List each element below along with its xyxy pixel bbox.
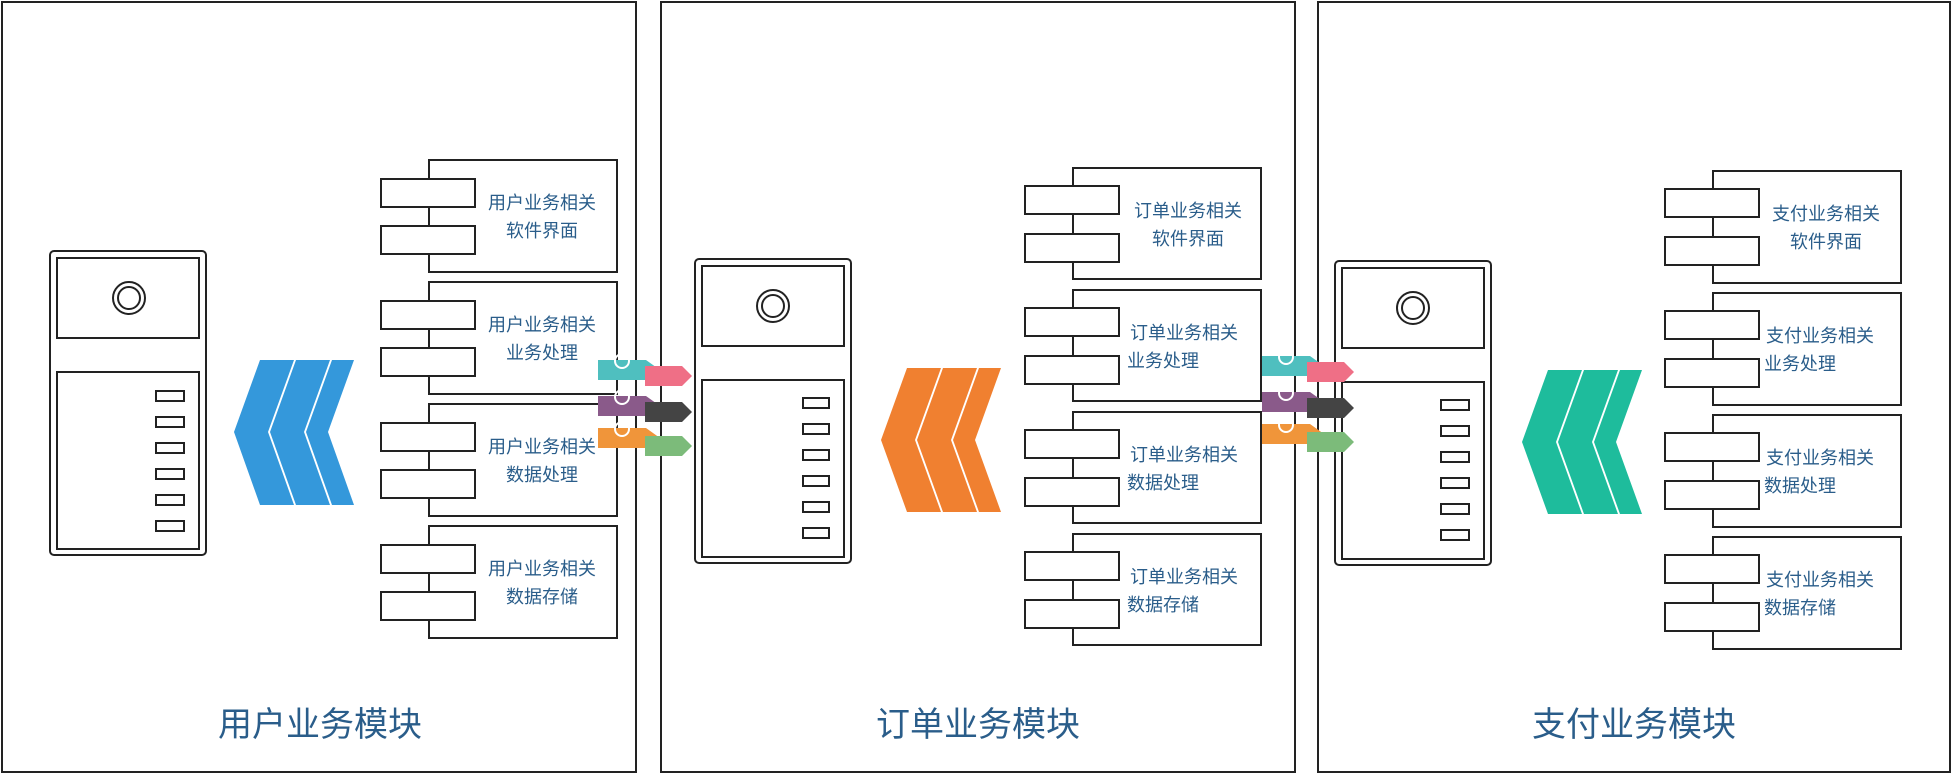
component-pay-ui: 支付业务相关 软件界面 — [1664, 170, 1902, 284]
chevron-left-icon — [234, 360, 354, 505]
component-label: 用户业务相关 — [488, 437, 596, 458]
component-label: 用户业务相关 — [488, 315, 596, 336]
component-label: 数据处理 — [506, 465, 578, 486]
module-user: 用户业务相关 软件界面 用户业务相关 业务处理 用户业务相关 数据处理 用户业务… — [1, 1, 637, 773]
module-title: 订单业务模块 — [876, 705, 1080, 745]
component-label: 用户业务相关 — [488, 559, 596, 580]
component-label: 软件界面 — [1790, 232, 1862, 253]
module-order: 订单业务相关 软件界面 订单业务相关 业务处理 订单业务相关 数据处理 订单业务… — [660, 1, 1296, 773]
module-payment: 支付业务相关 软件界面 支付业务相关 业务处理 支付业务相关 数据处理 支付业务… — [1317, 1, 1951, 773]
component-label: 数据处理 — [1764, 476, 1836, 497]
component-label: 数据存储 — [506, 587, 578, 608]
chevron-left-icon — [881, 368, 1001, 512]
component-pay-business: 支付业务相关 业务处理 — [1664, 292, 1902, 406]
component-label: 软件界面 — [1152, 229, 1224, 250]
component-order-ui: 订单业务相关 软件界面 — [1024, 167, 1262, 280]
component-label: 支付业务相关 — [1766, 326, 1874, 347]
component-user-ui: 用户业务相关 软件界面 — [380, 159, 618, 273]
component-label: 订单业务相关 — [1130, 567, 1238, 588]
component-pay-data-store: 支付业务相关 数据存储 — [1664, 536, 1902, 650]
module-title: 用户业务模块 — [218, 705, 422, 745]
component-order-data-store: 订单业务相关 数据存储 — [1024, 533, 1262, 646]
component-label: 业务处理 — [1764, 354, 1836, 375]
component-label: 数据处理 — [1127, 473, 1199, 494]
component-label: 数据存储 — [1764, 598, 1836, 619]
component-label: 订单业务相关 — [1134, 201, 1242, 222]
component-label: 订单业务相关 — [1130, 445, 1238, 466]
component-order-business: 订单业务相关 业务处理 — [1024, 289, 1262, 402]
component-order-data-proc: 订单业务相关 数据处理 — [1024, 411, 1262, 524]
component-label: 业务处理 — [1127, 351, 1199, 372]
component-label: 支付业务相关 — [1766, 570, 1874, 591]
component-label: 软件界面 — [506, 221, 578, 242]
component-user-data-proc: 用户业务相关 数据处理 — [380, 403, 618, 517]
chevron-left-icon — [1522, 370, 1642, 514]
server-icon — [694, 258, 852, 564]
component-user-data-store: 用户业务相关 数据存储 — [380, 525, 618, 639]
connector-icon — [1262, 349, 1354, 452]
connector-icon — [598, 353, 692, 456]
component-label: 订单业务相关 — [1130, 323, 1238, 344]
component-label: 支付业务相关 — [1772, 204, 1880, 225]
component-label: 业务处理 — [506, 343, 578, 364]
module-title: 支付业务模块 — [1532, 705, 1736, 745]
server-icon — [49, 250, 207, 556]
component-label: 支付业务相关 — [1766, 448, 1874, 469]
component-label: 用户业务相关 — [488, 193, 596, 214]
component-label: 数据存储 — [1127, 595, 1199, 616]
component-pay-data-proc: 支付业务相关 数据处理 — [1664, 414, 1902, 528]
component-user-business: 用户业务相关 业务处理 — [380, 281, 618, 395]
